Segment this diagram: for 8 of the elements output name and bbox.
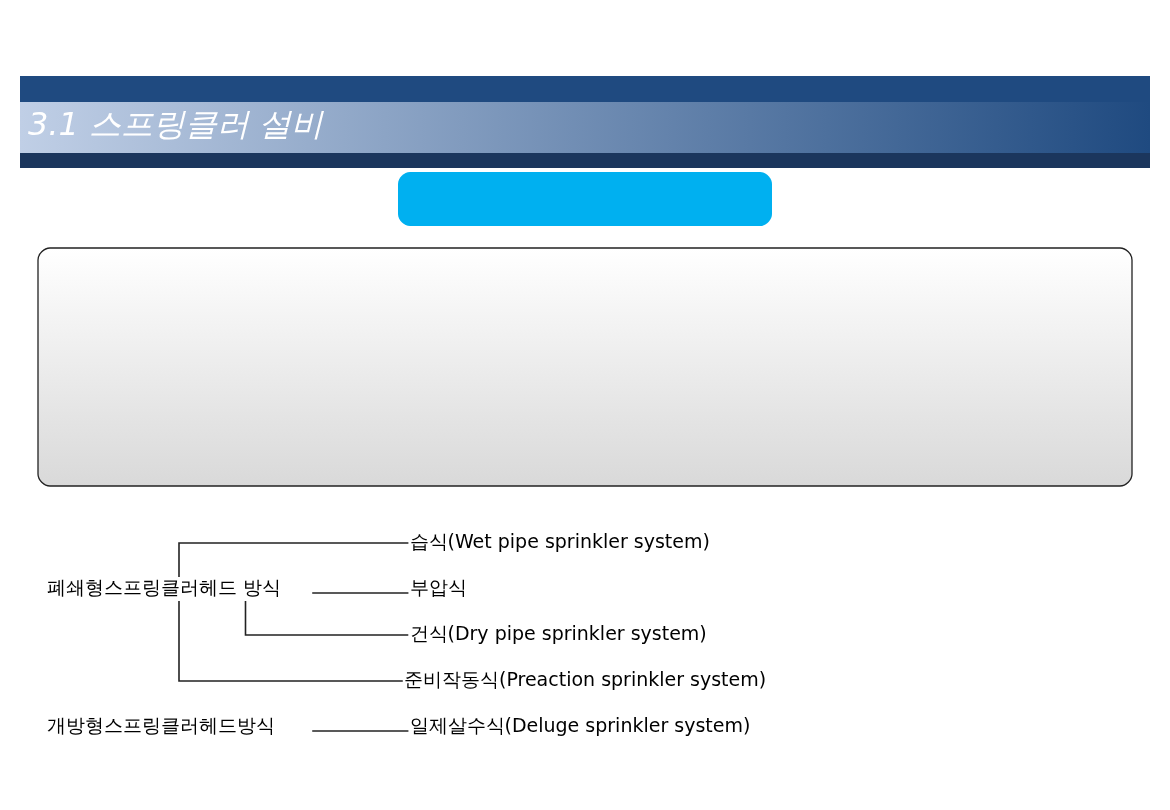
node-text: 습식(Wet pipe sprinkler system): [409, 529, 710, 552]
diagram-title: 3.1 스프링클러 설비: [28, 104, 324, 143]
node-text: 건식(Dry pipe sprinkler system): [409, 621, 707, 644]
node-text: 부압식: [409, 575, 467, 598]
node-text: 개방형스프링클러헤드방식: [47, 713, 275, 736]
node-text: 폐쇄형스프링클러헤드 방식: [47, 575, 282, 598]
node-text: 준비작동식(Preaction sprinkler system): [404, 667, 767, 690]
node-text: 일제살수식(Deluge sprinkler system): [409, 713, 751, 736]
